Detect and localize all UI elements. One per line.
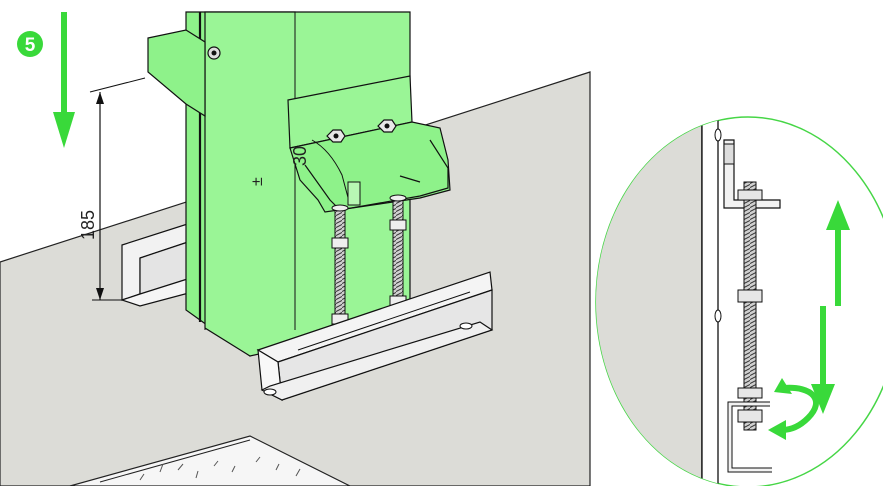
dimension-185: 185 [78, 77, 146, 301]
rotate-icon [768, 378, 819, 440]
front-c-channel [256, 271, 494, 402]
green-bracket: 30 [287, 75, 451, 213]
step-badge: 5 [17, 31, 43, 57]
bolt-head-right [377, 119, 397, 133]
detail-top-bracket [723, 139, 781, 209]
detail-post-plate [701, 117, 719, 486]
threaded-rods [331, 194, 407, 325]
down-arrow-icon-detail [811, 306, 835, 414]
detail-threaded-rod [743, 181, 757, 431]
threaded-rod-right [392, 199, 404, 301]
floor-opening [69, 435, 351, 486]
dimension-185-label: 185 [78, 210, 98, 240]
dimension-30-label: 30 [290, 146, 310, 166]
detail-wall [596, 117, 702, 486]
bolt-head-left [326, 129, 346, 143]
part-mark: ± [249, 177, 266, 186]
step-number: 5 [25, 35, 36, 56]
down-arrow-icon [53, 12, 75, 148]
main-scene: 185 ± [0, 11, 591, 486]
rear-c-channel [120, 205, 201, 307]
detail-bottom-channel [727, 401, 772, 473]
threaded-rod-left [334, 209, 346, 321]
detail-view [595, 116, 883, 486]
up-arrow-icon [826, 200, 850, 306]
